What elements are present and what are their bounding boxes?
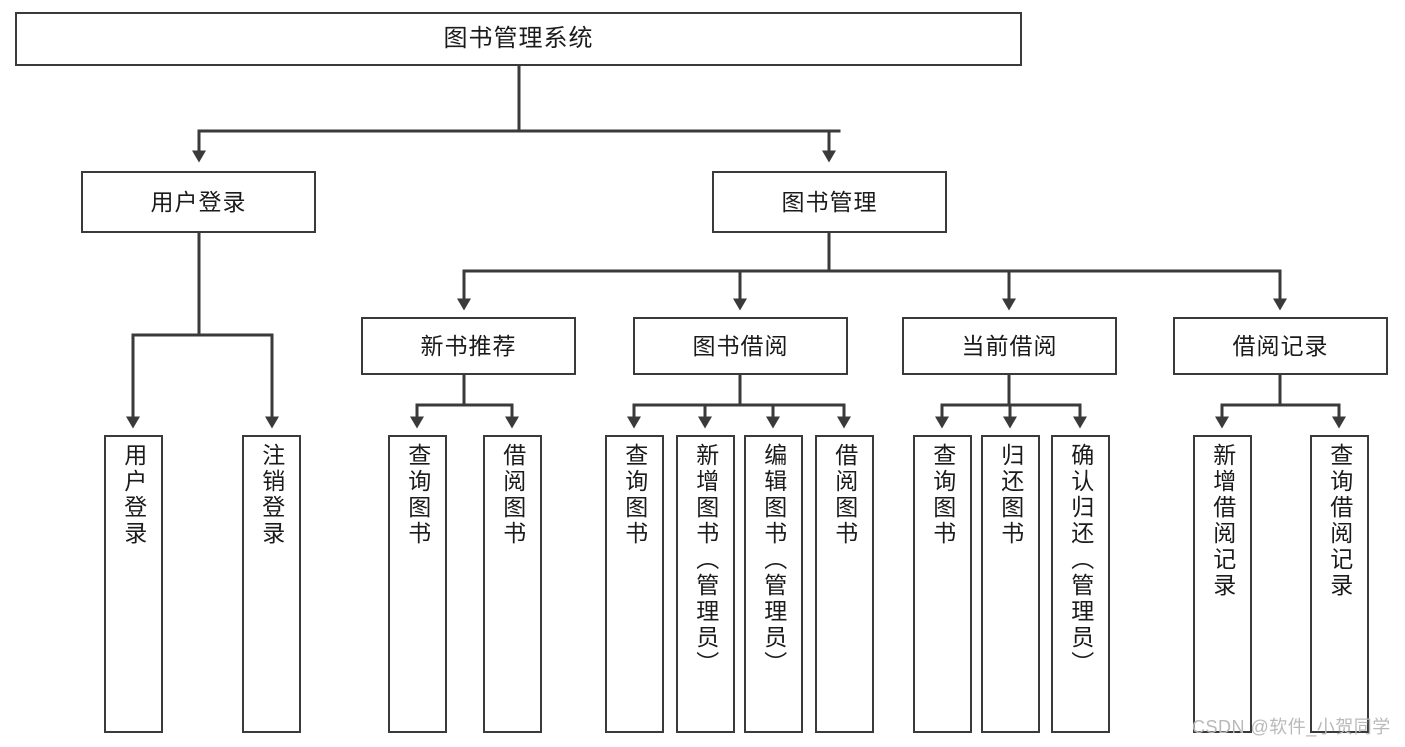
- node-label: 新书推荐: [420, 332, 517, 359]
- leaf-bb-add-book-admin[interactable]: 新增图书（管理员）: [676, 435, 735, 733]
- node-new-book-recommend[interactable]: 新书推荐: [361, 317, 576, 375]
- node-label: 用户登录: [120, 443, 147, 547]
- node-label: 查询图书: [404, 443, 431, 547]
- leaf-br-add-record[interactable]: 新增借阅记录: [1193, 435, 1252, 733]
- leaf-cb-confirm-return-admin[interactable]: 确认归还（管理员）: [1051, 435, 1110, 733]
- leaf-logout-login[interactable]: 注销登录: [242, 435, 301, 733]
- node-label: 新增借阅记录: [1209, 443, 1236, 599]
- node-label: 图书管理: [781, 188, 878, 215]
- watermark-csdn: CSDN @软件_小贺同学: [1192, 717, 1391, 737]
- node-label: 编辑图书（管理员）: [760, 443, 787, 677]
- node-label: 图书管理系统: [443, 25, 594, 53]
- leaf-bb-query-book[interactable]: 查询图书: [605, 435, 664, 733]
- leaf-br-query-record[interactable]: 查询借阅记录: [1310, 435, 1369, 733]
- node-book-management[interactable]: 图书管理: [712, 171, 947, 233]
- leaf-nb-query-book[interactable]: 查询图书: [388, 435, 447, 733]
- node-book-borrow[interactable]: 图书借阅: [633, 317, 848, 375]
- node-label: 借阅图书: [831, 443, 858, 547]
- node-user-login[interactable]: 用户登录: [81, 171, 316, 233]
- node-label: 确认归还（管理员）: [1067, 443, 1094, 677]
- leaf-cb-query-book[interactable]: 查询图书: [913, 435, 972, 733]
- node-label: 新增图书（管理员）: [692, 443, 719, 677]
- node-current-borrow[interactable]: 当前借阅: [902, 317, 1117, 375]
- node-label: 图书借阅: [692, 332, 789, 359]
- leaf-cb-return-book[interactable]: 归还图书: [981, 435, 1040, 733]
- node-label: 注销登录: [258, 443, 285, 547]
- node-borrow-record[interactable]: 借阅记录: [1173, 317, 1388, 375]
- leaf-nb-borrow-book[interactable]: 借阅图书: [483, 435, 542, 733]
- node-label: 借阅记录: [1232, 332, 1329, 359]
- node-label: 借阅图书: [499, 443, 526, 547]
- node-label: 查询图书: [621, 443, 648, 547]
- node-label: 查询借阅记录: [1326, 443, 1353, 599]
- node-label: 归还图书: [997, 443, 1024, 547]
- node-label: 当前借阅: [961, 332, 1058, 359]
- node-label: 用户登录: [150, 188, 247, 215]
- leaf-user-login[interactable]: 用户登录: [104, 435, 163, 733]
- leaf-bb-borrow-book[interactable]: 借阅图书: [815, 435, 874, 733]
- leaf-bb-edit-book-admin[interactable]: 编辑图书（管理员）: [744, 435, 803, 733]
- node-root-book-management-system[interactable]: 图书管理系统: [15, 12, 1022, 66]
- node-label: 查询图书: [929, 443, 956, 547]
